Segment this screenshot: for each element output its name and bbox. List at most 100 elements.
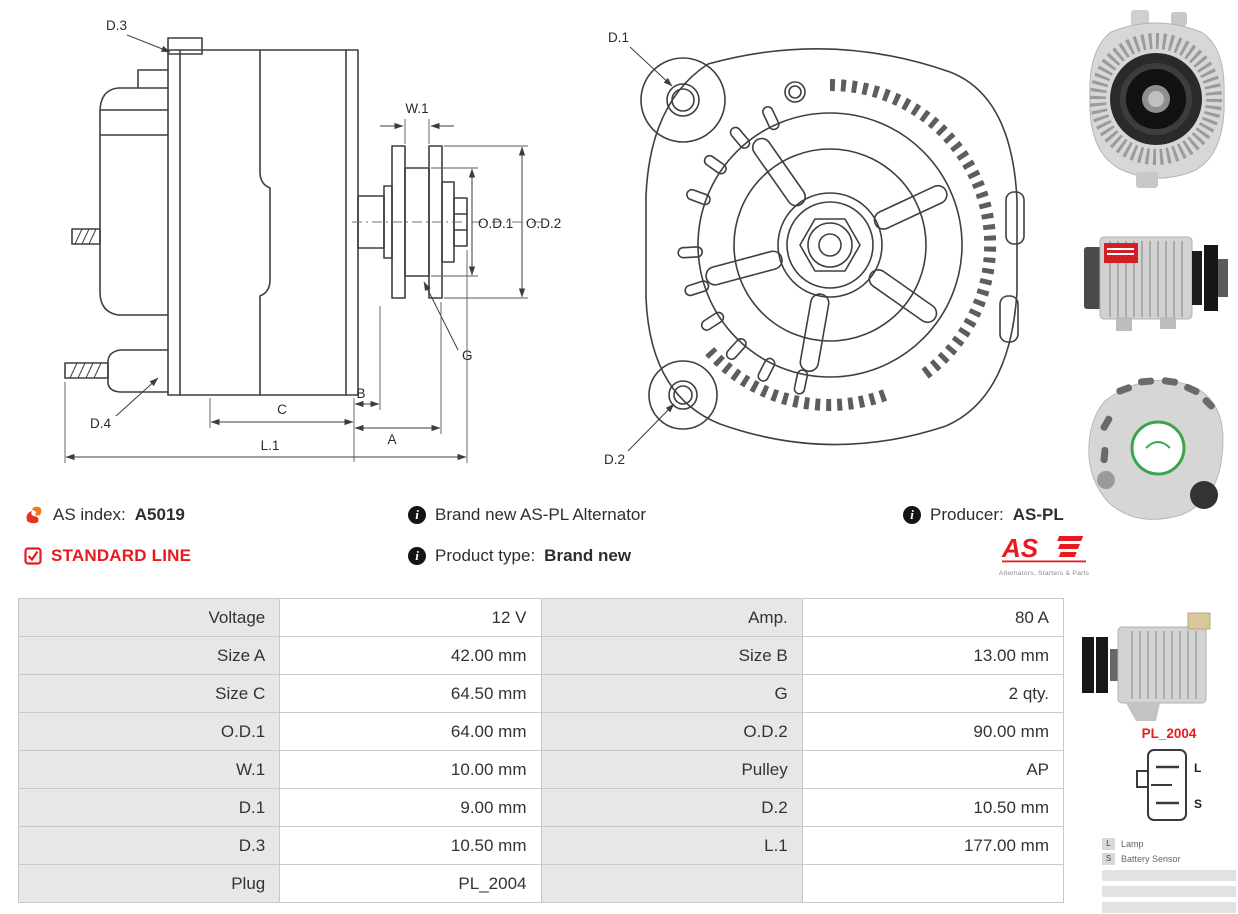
dim-label-l1: L.1 — [261, 438, 280, 453]
spec-label-cell: Plug — [17, 864, 281, 903]
spec-value-cell: 177.00 mm — [801, 826, 1065, 865]
vent-slots — [677, 105, 809, 395]
plug-pin-s: S — [1194, 797, 1202, 811]
alternator-front-body — [640, 47, 1025, 446]
side-dimension-labels: D.3 D.4 W.1 O.D.1 O.D.2 G C B A L.1 — [90, 18, 561, 453]
product-type-value: Brand new — [544, 546, 632, 565]
producer-group: i Producer: AS-PL — [903, 505, 1064, 525]
spec-row: O.D.1 64.00 mm O.D.2 90.00 mm — [17, 712, 1065, 751]
product-type-label: Product type: — [435, 546, 536, 565]
info-row-2: STANDARD LINE i Product type: Brand new — [0, 546, 1080, 572]
spec-row: D.1 9.00 mm D.2 10.50 mm — [17, 788, 1065, 827]
standard-line-label: STANDARD LINE — [51, 546, 192, 565]
legend-pin-chip: L — [1102, 838, 1115, 850]
as-index-group: AS index: A5019 — [24, 505, 185, 525]
pulley-side — [352, 145, 542, 299]
dim-label-b: B — [356, 386, 365, 401]
spec-label-cell: Size A — [17, 636, 281, 675]
spec-value-cell: PL_2004 — [279, 864, 542, 903]
checked-checkbox-icon — [24, 547, 42, 565]
spec-table: Voltage 12 V Amp. 80 A Size A 42.00 mm S… — [17, 598, 1065, 903]
spec-row: Plug PL_2004 — [17, 864, 1065, 903]
spec-label-cell: Size B — [540, 636, 803, 675]
dim-label-w1: W.1 — [405, 101, 428, 116]
info-icon: i — [903, 506, 921, 524]
spec-label-cell: Voltage — [17, 598, 281, 637]
spec-label-cell: Pulley — [540, 750, 803, 789]
spec-label-cell: Amp. — [540, 598, 803, 637]
plug-name: PL_2004 — [1141, 726, 1197, 741]
dim-label-a: A — [387, 432, 396, 447]
spec-value-cell: 9.00 mm — [279, 788, 542, 827]
legend-pin-chip: S — [1102, 853, 1115, 865]
legend-placeholder-bar — [1102, 886, 1236, 897]
front-view-technical-drawing: D.1 D.2 — [580, 0, 1030, 495]
product-photo-side-left — [1076, 609, 1238, 732]
spec-row: Voltage 12 V Amp. 80 A — [17, 598, 1065, 637]
spec-value-cell: 12 V — [279, 598, 542, 637]
description-group: i Brand new AS-PL Alternator — [408, 505, 646, 525]
dim-label-c: C — [277, 402, 287, 417]
spec-label-cell: Size C — [17, 674, 281, 713]
product-photo-front — [1076, 2, 1238, 203]
spec-value-cell: 10.50 mm — [801, 788, 1065, 827]
brand-mark-icon — [26, 506, 42, 524]
spec-label-cell: G — [540, 674, 803, 713]
svg-text:AS: AS — [1001, 534, 1039, 563]
alternator-side-body — [64, 37, 359, 396]
dim-label-d1: D.1 — [608, 30, 629, 45]
as-index-label: AS index: — [53, 505, 126, 524]
as-pl-logo: AS Alternators, Starters & Parts — [986, 533, 1102, 577]
plug-connector-icon: L S — [1136, 749, 1202, 821]
spec-value-cell: AP — [801, 750, 1065, 789]
spec-value-cell: 42.00 mm — [279, 636, 542, 675]
legend-placeholder-bar — [1102, 870, 1236, 881]
legend-pin-desc: Battery Sensor — [1121, 854, 1181, 864]
product-photo-rear-angled — [1076, 360, 1238, 531]
standard-line-group: STANDARD LINE — [24, 546, 191, 566]
product-description: Brand new AS-PL Alternator — [435, 505, 647, 524]
spec-value-cell: 2 qty. — [801, 674, 1065, 713]
legend-row: S Battery Sensor — [1102, 853, 1236, 865]
legend-placeholder-bar — [1102, 902, 1236, 913]
spec-row: Size A 42.00 mm Size B 13.00 mm — [17, 636, 1065, 675]
dim-label-g: G — [462, 348, 473, 363]
spec-row: D.3 10.50 mm L.1 177.00 mm — [17, 826, 1065, 865]
spec-label-cell: D.3 — [17, 826, 281, 865]
product-photo-column — [1076, 2, 1238, 732]
spec-row: Size C 64.50 mm G 2 qty. — [17, 674, 1065, 713]
pulley-front — [697, 112, 963, 378]
spec-label-cell: D.2 — [540, 788, 803, 827]
spec-value-cell: 64.00 mm — [279, 712, 542, 751]
product-photo-side-right — [1076, 213, 1238, 346]
producer-label: Producer: — [930, 505, 1004, 524]
legend-row: L Lamp — [1102, 838, 1236, 850]
product-type-group: i Product type: Brand new — [408, 546, 631, 566]
front-dimensions: D.1 D.2 — [604, 30, 675, 467]
side-dimensions — [64, 34, 528, 463]
spec-value-cell: 13.00 mm — [801, 636, 1065, 675]
side-view-technical-drawing: D.3 D.4 W.1 O.D.1 O.D.2 G C B A L.1 — [20, 0, 565, 495]
as-index-value: A5019 — [134, 505, 185, 524]
spec-value-cell: 90.00 mm — [801, 712, 1065, 751]
logo-tagline: Alternators, Starters & Parts — [998, 570, 1090, 577]
spec-value-cell — [801, 864, 1065, 903]
info-icon: i — [408, 547, 426, 565]
plug-legend: L Lamp S Battery Sensor — [1098, 838, 1238, 913]
spec-label-cell: D.1 — [17, 788, 281, 827]
spec-label-cell — [540, 864, 803, 903]
plug-panel: PL_2004 L S L Lamp S Battery Sensor — [1098, 726, 1238, 913]
spec-label-cell: O.D.2 — [540, 712, 803, 751]
spec-label-cell: O.D.1 — [17, 712, 281, 751]
spec-value-cell: 10.00 mm — [279, 750, 542, 789]
legend-placeholder-bars — [1102, 870, 1236, 913]
spec-value-cell: 10.50 mm — [279, 826, 542, 865]
spec-value-cell: 80 A — [801, 598, 1065, 637]
info-row-1: AS index: A5019 i Brand new AS-PL Altern… — [0, 505, 1080, 531]
dim-label-od1: O.D.1 — [478, 216, 513, 231]
dim-label-d3: D.3 — [106, 18, 127, 33]
plug-pin-l: L — [1194, 761, 1201, 775]
producer-value: AS-PL — [1012, 505, 1064, 524]
spec-label-cell: W.1 — [17, 750, 281, 789]
as-pl-logo-graphic: AS — [1001, 533, 1086, 563]
